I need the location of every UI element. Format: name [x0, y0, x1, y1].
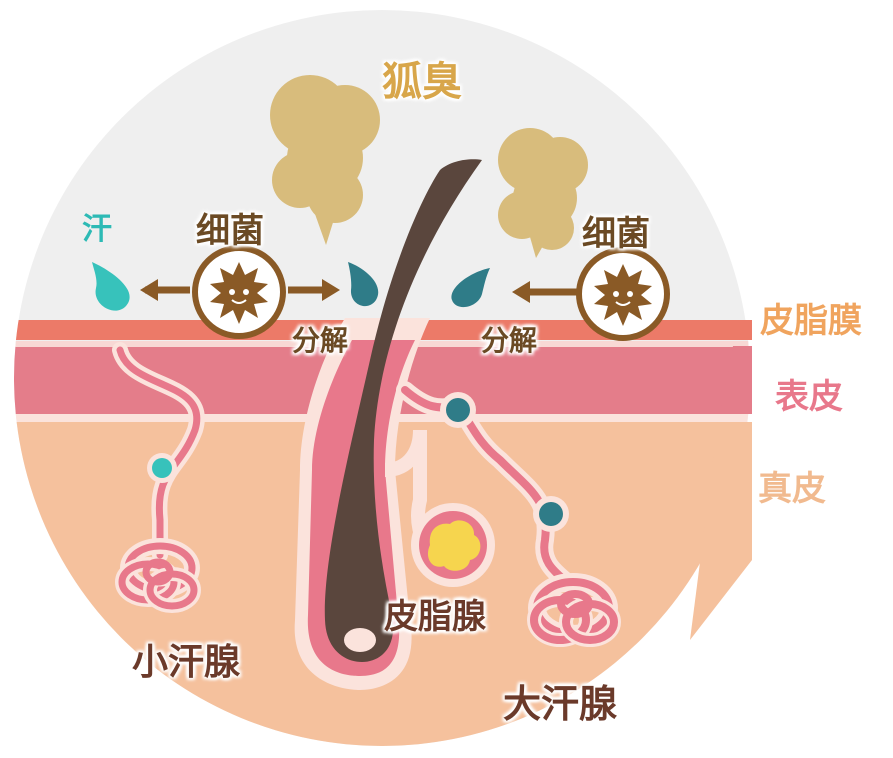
arrow-left-icon [512, 281, 530, 303]
apocrine-duct-node [446, 398, 470, 422]
sebum-blob [427, 520, 481, 571]
apocrine-gland [396, 381, 621, 647]
bacteria-left [140, 245, 340, 339]
eccrine-gland-label: 小汗腺 [132, 642, 241, 683]
dermis-label: 真皮 [758, 469, 826, 509]
epidermis-label: 表皮 [775, 377, 843, 417]
bacteria-icon [594, 264, 652, 326]
odor-cloud-left [270, 75, 380, 245]
odor-cloud-right [498, 128, 588, 258]
hair-follicle [294, 159, 482, 690]
eccrine-gland [112, 342, 205, 613]
decompose-label-right: 分解 [481, 324, 538, 357]
gland-coil [527, 573, 621, 647]
arrow-left-icon [140, 279, 158, 301]
sweat-drop-icon [451, 268, 490, 308]
sweat-drop-icon [348, 262, 379, 307]
sebaceous-gland-label: 皮脂腺 [384, 597, 486, 637]
sweat-duct-node [152, 458, 172, 478]
bacteria-label-left: 细菌 [196, 211, 264, 251]
apocrine-gland-label: 大汗腺 [503, 682, 618, 726]
apocrine-duct-node [539, 502, 563, 526]
gland-coil [115, 538, 201, 613]
bacteria-right [512, 247, 670, 341]
arrow-right-icon [322, 279, 340, 301]
layer-divider [14, 341, 750, 347]
skin-band-extension [690, 320, 752, 640]
odor-label: 狐臭 [382, 59, 462, 105]
sebum-film-label: 皮脂膜 [760, 301, 862, 341]
sweat-label: 汗 [82, 212, 112, 247]
hair-shaft [324, 159, 482, 663]
hair-bulb [344, 628, 376, 652]
decompose-label-left: 分解 [292, 324, 349, 357]
sweat-drop-icon [92, 262, 130, 311]
bacteria-label-right: 细菌 [582, 214, 650, 254]
bacteria-icon [210, 262, 268, 324]
sebaceous-gland [384, 429, 495, 587]
